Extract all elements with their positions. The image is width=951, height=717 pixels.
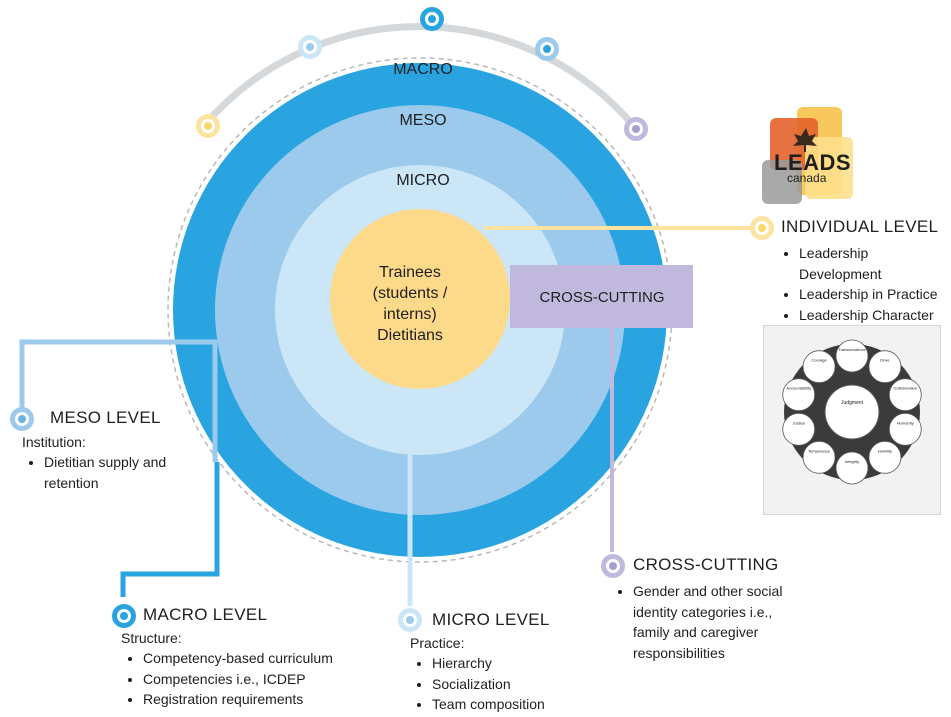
wheel-node-label: Humanity: [897, 420, 914, 425]
center-line: Dietitians: [377, 327, 443, 344]
wheel-node-label: Courage: [811, 358, 827, 363]
list-item: Registration requirements: [143, 689, 381, 710]
wheel-node: [782, 412, 816, 446]
individual-level-list: Leadership Development Leadership in Pra…: [781, 243, 951, 325]
maple-leaf-icon: [793, 128, 817, 152]
target-icon: [298, 35, 322, 59]
list-item: Leadership Character: [799, 305, 951, 326]
wheel-node-label: Collaboration: [893, 386, 917, 391]
wheel-node-label: Integrity: [845, 459, 859, 464]
wheel-node: [782, 378, 816, 412]
target-icon: [624, 117, 648, 141]
logo-country: canada: [787, 171, 827, 185]
list-item: Leadership in Practice: [799, 284, 951, 305]
meso-level-heading: MESO LEVEL: [50, 408, 161, 427]
list-item: Competencies i.e., ICDEP: [143, 669, 381, 690]
meso-level-sub: Institution:: [22, 434, 86, 450]
character-wheel: TranscendenceDriveCollaborationHumanityH…: [782, 339, 922, 485]
macro-level-sub: Structure:: [121, 630, 182, 646]
target-icon: [601, 554, 625, 578]
cross-cutting-heading: CROSS-CUTTING: [633, 555, 779, 574]
micro-level-heading: MICRO LEVEL: [432, 610, 550, 629]
wheel-node: [835, 339, 869, 373]
meso-level-list: Dietitian supply and retention: [22, 452, 194, 493]
cross-cutting-box-label: CROSS-CUTTING: [539, 289, 665, 306]
list-item: Team composition: [432, 694, 610, 715]
target-icon: [398, 608, 422, 632]
target-icon: [10, 407, 34, 431]
meso-connector: [19, 339, 218, 462]
target-icon: [535, 37, 559, 61]
micro-level-block: MICRO LEVEL Practice: Hierarchy Socializ…: [410, 610, 610, 715]
target-icon: [112, 604, 136, 628]
center-label: Trainees (students / interns) Dietitians: [340, 262, 480, 346]
wheel-node: [888, 412, 922, 446]
cross-cutting-box: [510, 265, 693, 328]
center-line: (students /: [372, 285, 448, 302]
macro-connector: [120, 462, 220, 597]
list-item: Leadership Development: [799, 243, 951, 284]
wheel-node: [888, 378, 922, 412]
top-arc: [200, 23, 640, 133]
wheel-center-title: Judgment: [841, 400, 864, 406]
macro-level-heading: MACRO LEVEL: [143, 605, 268, 624]
list-item: Socialization: [432, 674, 610, 695]
cross-cutting-list: Gender and other social identity categor…: [611, 581, 811, 663]
wheel-node-label: Temperance: [808, 448, 831, 453]
micro-ring-label: MICRO: [396, 172, 450, 189]
macro-ring-label: MACRO: [393, 61, 453, 78]
list-item: Hierarchy: [432, 653, 610, 674]
list-item: Gender and other social identity categor…: [633, 581, 811, 663]
individual-level-block: INDIVIDUAL LEVEL Leadership Development …: [781, 217, 951, 325]
center-circle: [330, 209, 510, 389]
target-icon: [420, 7, 444, 31]
leads-logo: [762, 107, 853, 204]
cross-cutting-block: CROSS-CUTTING Gender and other social id…: [611, 555, 811, 663]
macro-level-list: Competency-based curriculum Competencies…: [121, 648, 381, 710]
micro-level-sub: Practice:: [410, 635, 465, 651]
individual-level-heading: INDIVIDUAL LEVEL: [781, 217, 939, 236]
wheel-node: [802, 350, 836, 384]
meso-level-block: MESO LEVEL Institution: Dietitian supply…: [22, 408, 222, 493]
wheel-node: [868, 440, 902, 474]
wheel-node-label: Accountability: [786, 386, 811, 391]
micro-level-list: Hierarchy Socialization Team composition: [410, 653, 610, 715]
wheel-node-label: Justice: [793, 420, 806, 425]
wheel-node-label: Humility: [878, 448, 892, 453]
macro-level-block: MACRO LEVEL Structure: Competency-based …: [121, 605, 381, 710]
wheel-node: [802, 440, 836, 474]
wheel-node: [835, 451, 869, 485]
wheel-node: [868, 350, 902, 384]
center-line: interns): [383, 306, 437, 323]
wheel-node-label: Transcendence: [838, 347, 866, 352]
wheel-node-label: Drive: [880, 358, 890, 363]
center-line: Trainees: [379, 264, 441, 281]
list-item: Dietitian supply and retention: [44, 452, 194, 493]
logo-brand: LEADS: [774, 150, 852, 175]
target-icon: [196, 114, 220, 138]
meso-ring-label: MESO: [399, 112, 447, 129]
list-item: Competency-based curriculum: [143, 648, 381, 669]
target-icon: [750, 216, 774, 240]
